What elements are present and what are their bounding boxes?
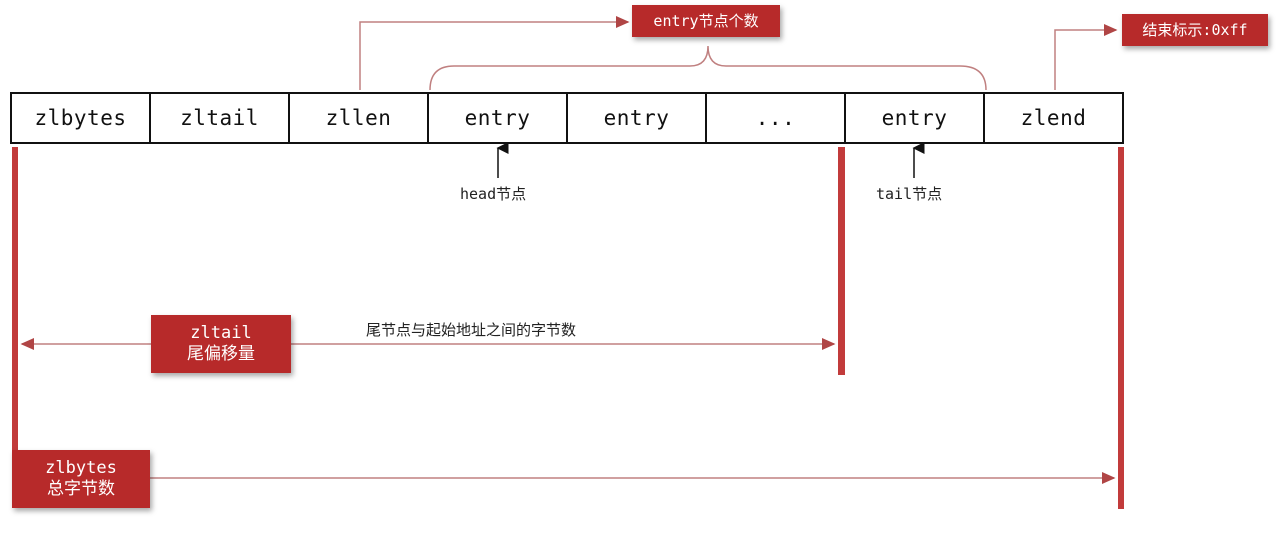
segment-zlend: zlend [1020,106,1087,130]
zltail-tag-name: zltail [190,322,252,343]
segment-zllen: zllen [290,94,429,142]
zltail-tag-desc: 尾偏移量 [187,344,255,364]
offset-description: 尾节点与起始地址之间的字节数 [366,321,577,339]
segment-zlbytes: zlbytes [12,94,151,142]
end-bar [1118,147,1124,509]
ziplist-structure: zlbytes zltail zllen entry entry ... ent… [10,92,1124,144]
zlbytes-tag: zlbytes 总字节数 [12,450,150,508]
zlend-connector [1054,24,1118,90]
entry-count-text: entry节点个数 [653,11,759,30]
zlbytes-tag-name: zlbytes [45,457,117,478]
segment-entry-2: entry [568,94,707,142]
segment-entry-last: entry [846,94,985,142]
entry-count-tag: entry节点个数 [632,5,780,37]
segment-zltail: zltail [151,94,290,142]
segment-entry-1: entry [429,94,568,142]
zltail-tag: zltail 尾偏移量 [151,315,291,373]
zlbytes-tag-desc: 总字节数 [47,479,115,499]
head-label: head节点 [460,185,527,203]
tail-label: tail节点 [876,185,943,203]
zllen-connector [359,16,630,90]
tail-bar [838,147,845,375]
end-marker-text: 结束标示:0xff [1142,20,1248,39]
end-marker-tag: 结束标示:0xff [1122,14,1268,46]
segment-ellipsis: ... [707,94,846,142]
entries-brace [429,45,987,91]
start-bar [12,147,18,507]
